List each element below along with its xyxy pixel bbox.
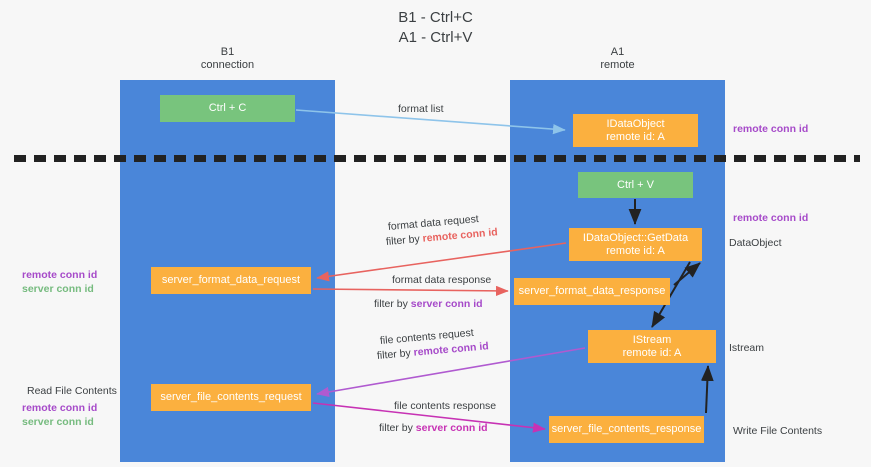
edge-getdata-to-istream	[651, 261, 691, 328]
column-a1-role: remote	[600, 59, 635, 71]
node-server-file-contents-response[interactable]: server_file_contents_response	[549, 416, 704, 443]
phase-divider	[14, 155, 860, 162]
node-idataobject[interactable]: IDataObject remote id: A	[573, 114, 698, 147]
node-getdata-title: IDataObject::GetData	[582, 231, 689, 244]
node-istream-title: IStream	[632, 333, 672, 346]
annotation-istream: Istream	[729, 342, 765, 354]
annotation-left-server-conn-id-1: server conn id	[22, 283, 94, 295]
node-ctrl-v[interactable]: Ctrl + V	[578, 172, 693, 198]
filter-key-server-conn-id: server conn id	[410, 298, 483, 310]
annotation-read-file-contents: Read File Contents	[27, 385, 117, 397]
annotation-remote-conn-id-mid: remote conn id	[733, 212, 809, 224]
annotation-dataobject: DataObject	[729, 237, 782, 249]
edge-label-format-data-response: format data response	[392, 274, 492, 286]
node-server-format-data-request[interactable]: server_format_data_request	[151, 267, 311, 294]
edge-format-list	[295, 109, 566, 135]
node-server-file-contents-response-label: server_file_contents_response	[551, 423, 702, 435]
node-idataobject-id: remote id: A	[606, 130, 665, 143]
page-title: B1 - Ctrl+C A1 - Ctrl+V	[0, 8, 871, 48]
node-ctrl-c-label: Ctrl + C	[208, 102, 247, 114]
filter-prefix: filter by	[385, 232, 424, 248]
filter-prefix: filter by	[379, 422, 416, 434]
annotation-write-file-contents: Write File Contents	[733, 425, 823, 437]
edge-file-contents-request	[316, 347, 586, 398]
node-server-format-data-response[interactable]: server_format_data_response	[514, 278, 670, 305]
title-line-2: A1 - Ctrl+V	[398, 29, 473, 46]
column-b1-role: connection	[200, 59, 255, 71]
node-ctrl-v-label: Ctrl + V	[617, 178, 654, 191]
annotation-left-remote-conn-id-1: remote conn id	[22, 269, 98, 281]
node-server-format-data-request-label: server_format_data_request	[161, 274, 301, 286]
column-b1-name: B1	[220, 46, 235, 58]
column-a1-name: A1	[610, 46, 625, 58]
annotation-left-server-conn-id-2: server conn id	[22, 416, 94, 428]
node-server-file-contents-request-label: server_file_contents_request	[160, 391, 302, 403]
node-server-file-contents-request[interactable]: server_file_contents_request	[151, 384, 311, 411]
edge-label-file-contents-response: file contents response	[394, 400, 497, 412]
edge-file-contents-response	[312, 402, 546, 433]
edge-label-filter-server-conn-id-2: filter by server conn id	[379, 421, 488, 435]
column-header-a1: A1 remote	[510, 46, 725, 72]
filter-prefix: filter by	[376, 346, 415, 362]
edge-format-data-request	[316, 242, 567, 282]
node-istream-id: remote id: A	[622, 346, 682, 359]
node-getdata-id: remote id: A	[606, 244, 665, 257]
edge-label-format-list: format list	[398, 103, 444, 115]
filter-key-server-conn-id: server conn id	[415, 422, 488, 434]
edge-format-data-response	[312, 285, 509, 296]
filter-prefix: filter by	[374, 298, 411, 310]
title-line-1: B1 - Ctrl+C	[398, 9, 473, 26]
node-ctrl-c[interactable]: Ctrl + C	[160, 95, 295, 122]
edge-fileresp-to-istream	[700, 365, 714, 414]
annotation-left-remote-conn-id-2: remote conn id	[22, 402, 98, 414]
node-idataobject-title: IDataObject	[606, 117, 665, 130]
annotation-remote-conn-id-top: remote conn id	[733, 123, 809, 135]
column-header-b1: B1 connection	[120, 46, 335, 72]
node-getdata[interactable]: IDataObject::GetData remote id: A	[569, 228, 702, 261]
node-server-format-data-response-label: server_format_data_response	[518, 285, 666, 297]
edge-label-filter-server-conn-id-1: filter by server conn id	[374, 297, 483, 311]
node-istream[interactable]: IStream remote id: A	[588, 330, 716, 363]
